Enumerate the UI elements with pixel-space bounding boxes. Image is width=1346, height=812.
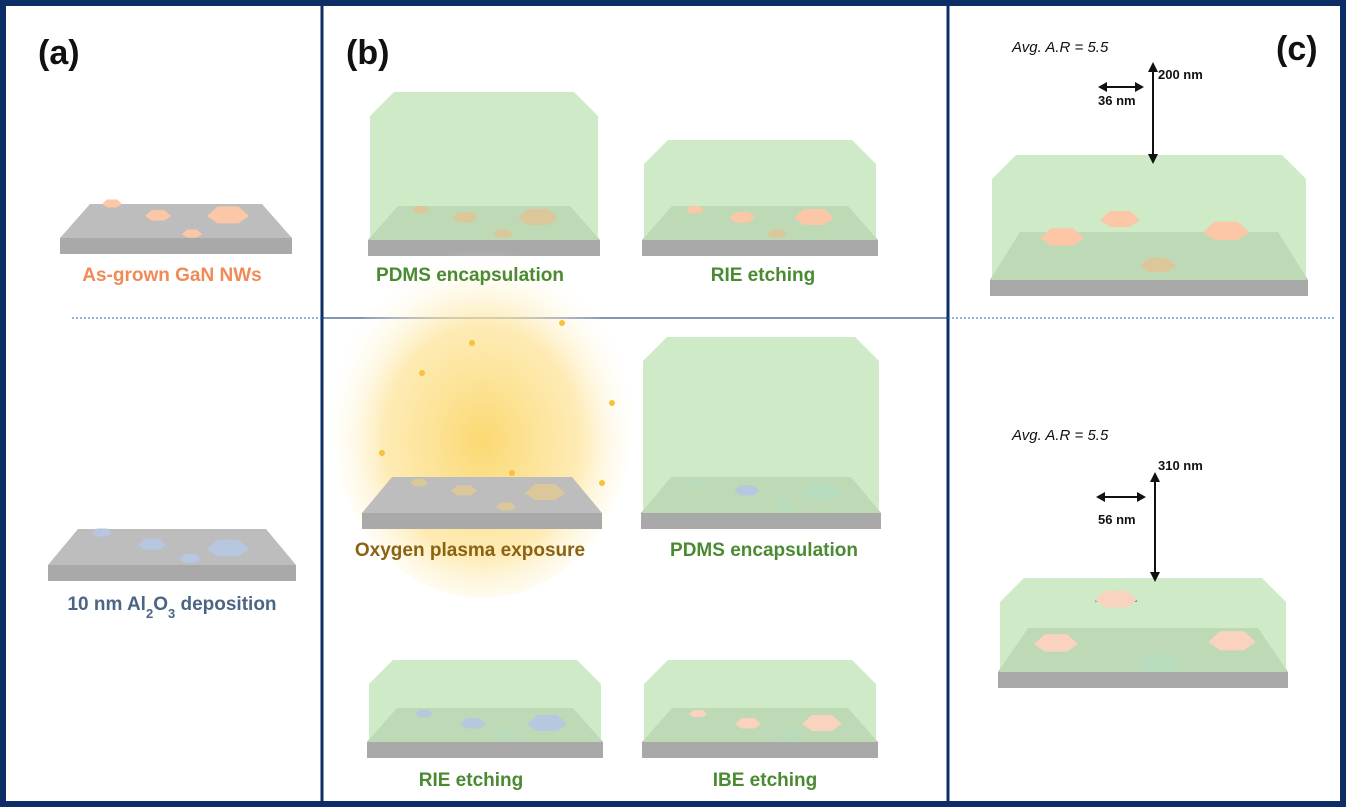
nanowire xyxy=(1208,631,1256,651)
nanowire xyxy=(145,210,171,221)
height-label-top: 200 nm xyxy=(1158,67,1203,82)
nanowire xyxy=(735,718,761,729)
nanowire xyxy=(689,709,707,718)
caption-oxygen-plasma: Oxygen plasma exposure xyxy=(355,540,585,561)
nanowire xyxy=(778,731,798,740)
width-label-top: 36 nm xyxy=(1098,93,1136,108)
final-structure-orange xyxy=(990,155,1308,296)
ibe-etching-blue xyxy=(642,660,878,758)
caption-ibe-etching: IBE etching xyxy=(713,770,818,791)
nanowire xyxy=(182,229,202,238)
dimension-annotations-top xyxy=(1098,62,1158,164)
nanowire xyxy=(179,554,201,563)
nanowire xyxy=(496,502,516,511)
rie-etching-blue xyxy=(367,660,603,758)
nanowire xyxy=(1203,221,1249,241)
nanowire xyxy=(92,528,112,537)
nanowire xyxy=(1140,257,1176,273)
nanowire xyxy=(527,715,567,731)
nanowire xyxy=(493,229,513,238)
width-label-bottom: 56 nm xyxy=(1098,512,1136,527)
nanowire xyxy=(775,502,795,511)
caption-pdms-encapsulation-bottom: PDMS encapsulation xyxy=(670,540,858,561)
oxygen-plasma-exposure xyxy=(333,248,631,598)
nanowire xyxy=(412,205,430,214)
nanowire xyxy=(1136,654,1180,672)
rie-etching-orange xyxy=(642,140,878,256)
caption-pdms-encapsulation-top: PDMS encapsulation xyxy=(376,265,564,286)
alumina-coated-nanowires xyxy=(48,528,296,581)
nanowire xyxy=(415,709,433,718)
nanowire xyxy=(451,485,477,496)
nanowire xyxy=(207,539,249,557)
nanowire xyxy=(102,199,122,208)
nanowire xyxy=(525,484,565,500)
pdms-encapsulation-orange xyxy=(368,92,600,256)
nanowire xyxy=(500,731,520,740)
nanowire xyxy=(729,212,755,223)
nanowire xyxy=(138,538,166,550)
caption-as-grown: As-grown GaN NWs xyxy=(82,265,261,286)
aspect-ratio-top: Avg. A.R = 5.5 xyxy=(1011,39,1109,56)
nanowire xyxy=(1100,211,1140,227)
nanowire xyxy=(767,229,787,238)
nanowire xyxy=(1034,634,1078,652)
dimension-annotations-bottom xyxy=(1096,472,1160,582)
nanowire xyxy=(802,715,842,731)
nanowire xyxy=(207,206,249,224)
caption-rie-etching-bottom: RIE etching xyxy=(419,770,524,791)
nanowire xyxy=(460,718,486,729)
nanowire xyxy=(734,485,760,496)
panel-label-c: (c) xyxy=(1276,30,1318,68)
final-structure-blue xyxy=(998,578,1288,688)
height-label-bottom: 310 nm xyxy=(1158,458,1203,473)
nanowire xyxy=(1040,228,1084,246)
nanowire xyxy=(1095,590,1137,608)
gan-nanowires-as-grown xyxy=(60,199,292,254)
nanowire xyxy=(452,212,478,223)
panel-label-b: (b) xyxy=(346,34,389,72)
caption-al2o3-deposition: 10 nm Al2O3 deposition xyxy=(67,594,276,621)
nanowire xyxy=(689,478,707,487)
nanowire xyxy=(794,209,834,225)
nanowire xyxy=(686,205,704,214)
panel-label-a: (a) xyxy=(38,34,80,72)
pdms-encapsulation-blue xyxy=(641,337,881,529)
aspect-ratio-bottom: Avg. A.R = 5.5 xyxy=(1011,427,1109,444)
nanowire xyxy=(801,484,841,500)
caption-rie-etching-top: RIE etching xyxy=(711,265,816,286)
nanowire xyxy=(518,209,558,225)
nanowire xyxy=(410,478,428,487)
